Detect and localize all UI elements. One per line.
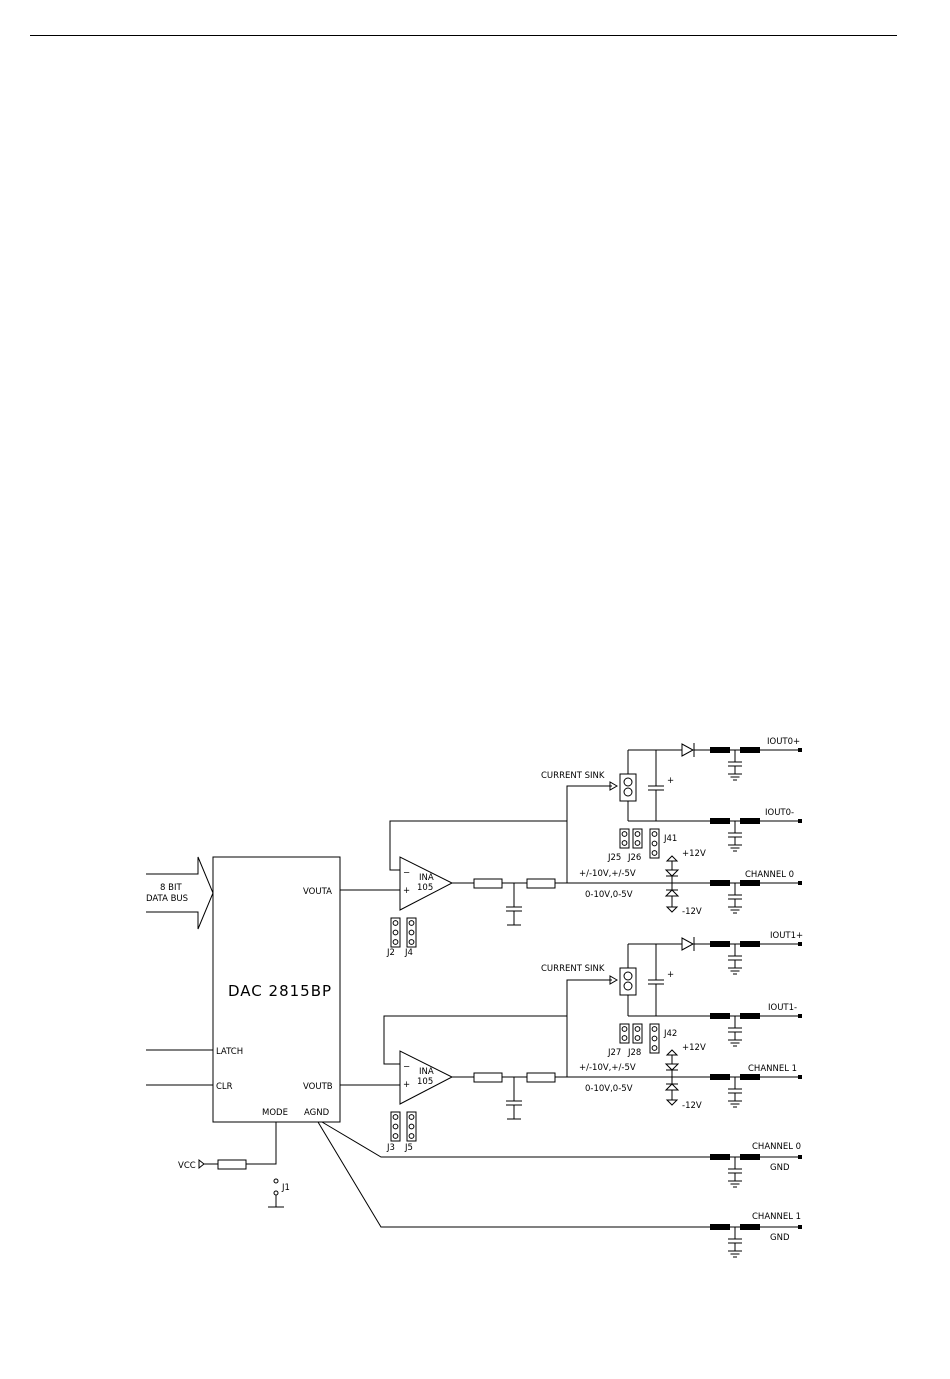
vcc-arrow — [199, 1160, 204, 1168]
rail-pos-ch1: +12V — [682, 1043, 706, 1053]
resistor-ch0-b — [527, 879, 555, 888]
label-gnd0: GND — [770, 1163, 790, 1173]
j1-contact-top — [274, 1179, 278, 1183]
channel-0-path: − + INA 105 — [340, 743, 710, 947]
label-gnd0-channel: CHANNEL 0 — [752, 1142, 801, 1152]
label-gnd1: GND — [770, 1233, 790, 1243]
label-channel-0: CHANNEL 0 — [745, 870, 794, 880]
j3-label: J3 — [386, 1143, 395, 1153]
cap-plus-ch1: + — [667, 970, 674, 980]
j4-label: J4 — [404, 948, 413, 958]
j42-label: J42 — [663, 1029, 677, 1039]
pin-vouta: VOUTA — [303, 887, 332, 897]
bus-label-2: DATA BUS — [146, 894, 188, 904]
j1-label: J1 — [281, 1183, 290, 1193]
rail-pos-ch0: +12V — [682, 849, 706, 859]
pin-clr: CLR — [216, 1082, 233, 1092]
svg-text:105: 105 — [417, 1077, 433, 1087]
channel-1-path: − + INA 105 — [340, 937, 710, 1141]
mode-wire — [246, 1122, 276, 1164]
range-bipolar-ch0: +/-10V,+/-5V — [579, 869, 636, 879]
j5-label: J5 — [404, 1143, 413, 1153]
data-bus-arrow — [146, 857, 213, 929]
label-channel-1: CHANNEL 1 — [748, 1064, 797, 1074]
bus-label-1: 8 BIT — [160, 883, 182, 893]
j27-label: J27 — [607, 1048, 621, 1058]
label-iout1-plus: IOUT1+ — [770, 931, 803, 941]
range-bipolar-ch1: +/-10V,+/-5V — [579, 1063, 636, 1073]
svg-text:INA: INA — [419, 873, 434, 883]
cap-plus-ch0: + — [667, 776, 674, 786]
resistor-ch1-b — [527, 1073, 555, 1082]
pin-voutb: VOUTB — [303, 1082, 333, 1092]
j2-label: J2 — [386, 948, 395, 958]
pin-mode: MODE — [262, 1108, 288, 1118]
j1-contact-bottom — [274, 1191, 278, 1195]
j26-label: J26 — [627, 853, 641, 863]
resistor-ch1-a — [474, 1073, 502, 1082]
dac-name: DAC 2815BP — [228, 982, 332, 1000]
j28-label: J28 — [627, 1048, 641, 1058]
label-iout1-minus: IOUT1- — [768, 1003, 797, 1013]
j25-label: J25 — [607, 853, 621, 863]
pin-latch: LATCH — [216, 1047, 243, 1057]
range-unipolar-ch0: 0-10V,0-5V — [585, 890, 633, 900]
resistor-ch0-a — [474, 879, 502, 888]
agnd-wire-ch0 — [322, 1122, 710, 1157]
current-sink-label-ch0: CURRENT SINK — [541, 771, 605, 781]
range-unipolar-ch1: 0-10V,0-5V — [585, 1084, 633, 1094]
svg-text:+: + — [403, 1080, 410, 1090]
svg-text:105: 105 — [417, 883, 433, 893]
label-gnd1-channel: CHANNEL 1 — [752, 1212, 801, 1222]
pin-agnd: AGND — [304, 1108, 330, 1118]
agnd-wire-ch1 — [318, 1122, 710, 1227]
svg-text:INA: INA — [419, 1067, 434, 1077]
j41-label: J41 — [663, 834, 677, 844]
svg-text:−: − — [403, 868, 410, 878]
rail-neg-ch1: -12V — [682, 1101, 702, 1111]
current-sink-label-ch1: CURRENT SINK — [541, 964, 605, 974]
svg-text:−: − — [403, 1062, 410, 1072]
mode-resistor — [218, 1160, 246, 1169]
rail-neg-ch0: -12V — [682, 907, 702, 917]
svg-text:+: + — [403, 886, 410, 896]
vcc-label: VCC — [178, 1161, 196, 1171]
label-iout0-plus: IOUT0+ — [767, 737, 800, 747]
label-iout0-minus: IOUT0- — [765, 808, 794, 818]
